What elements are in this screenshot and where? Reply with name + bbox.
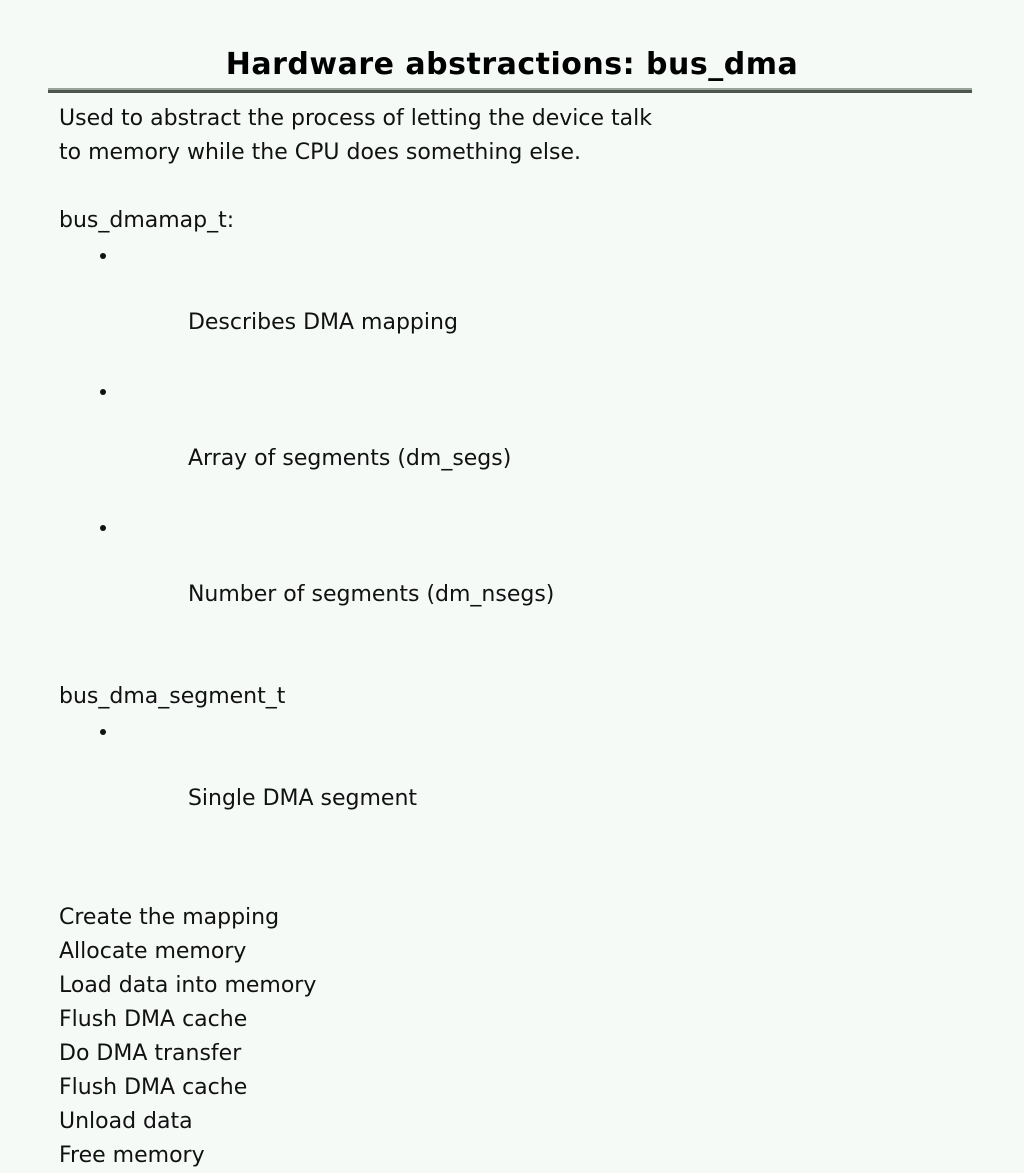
bullet-dot-icon xyxy=(100,729,106,735)
section-bus-dmamap-t: bus_dmamap_t: Describes DMA mapping Arra… xyxy=(59,204,989,646)
list-item-label: Single DMA segment xyxy=(187,786,418,811)
list-item: Single DMA segment xyxy=(59,714,989,850)
intro-paragraph: Used to abstract the process of letting … xyxy=(59,102,989,170)
section-heading: bus_dmamap_t: xyxy=(59,208,235,233)
page-title: Hardware abstractions: bus_dma xyxy=(225,47,799,82)
list-item: Number of segments (dm_nsegs) xyxy=(59,510,989,646)
slide-canvas: Hardware abstractions: bus_dma Used to a… xyxy=(48,47,972,1168)
spacer xyxy=(59,884,989,901)
step-line: Free memory xyxy=(59,1143,205,1168)
slide-body: Used to abstract the process of letting … xyxy=(59,102,989,1173)
title-divider-rule xyxy=(48,88,972,93)
list-item-label: Array of segments (dm_segs) xyxy=(187,446,512,471)
section-heading: bus_dma_segment_t xyxy=(59,684,286,709)
spacer xyxy=(59,170,989,204)
bullet-dot-icon xyxy=(100,525,106,531)
bullet-list: Describes DMA mapping Array of segments … xyxy=(59,238,989,646)
step-line: Do DMA transfer xyxy=(59,1041,242,1066)
dma-procedure-steps: Create the mapping Allocate memory Load … xyxy=(59,901,989,1173)
bullet-dot-icon xyxy=(100,253,106,259)
divider-shadow xyxy=(48,90,972,93)
step-line: Load data into memory xyxy=(59,973,317,998)
list-item-label: Describes DMA mapping xyxy=(187,310,458,335)
list-item: Array of segments (dm_segs) xyxy=(59,374,989,510)
divider-highlight xyxy=(48,88,972,90)
section-bus-dma-segment-t: bus_dma_segment_t Single DMA segment xyxy=(59,680,989,850)
spacer xyxy=(59,646,989,680)
step-line: Create the mapping xyxy=(59,905,280,930)
bullet-dot-icon xyxy=(100,389,106,395)
step-line: Allocate memory xyxy=(59,939,247,964)
list-item-label: Number of segments (dm_nsegs) xyxy=(187,582,555,607)
step-line: Unload data xyxy=(59,1109,193,1134)
bullet-list: Single DMA segment xyxy=(59,714,989,850)
intro-line: to memory while the CPU does something e… xyxy=(59,140,582,165)
list-item: Describes DMA mapping xyxy=(59,238,989,374)
intro-line: Used to abstract the process of letting … xyxy=(59,106,652,131)
step-line: Flush DMA cache xyxy=(59,1075,248,1100)
spacer xyxy=(59,850,989,884)
step-line: Flush DMA cache xyxy=(59,1007,248,1032)
